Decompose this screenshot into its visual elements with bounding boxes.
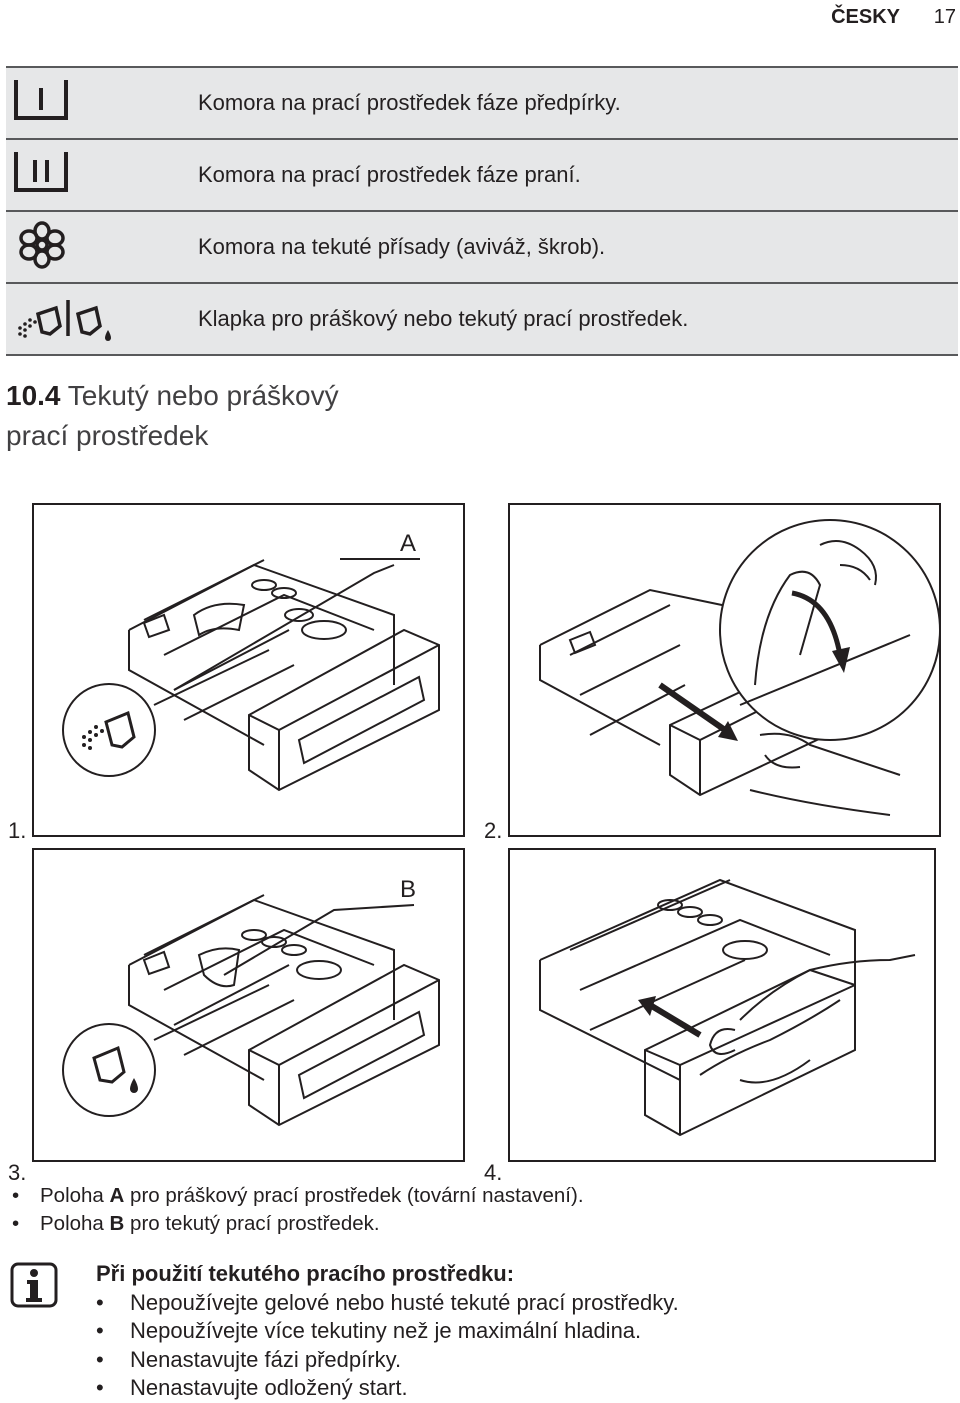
legend-text: Klapka pro práškový nebo tekutý prací pr…	[198, 282, 958, 356]
legend-row: Komora na tekuté přísady (aviváž, škrob)…	[6, 210, 958, 283]
callout-a: A	[400, 530, 417, 557]
main-wash-compartment-icon	[14, 151, 68, 192]
step-label-2: 2.	[484, 818, 503, 843]
position-b-label: B	[109, 1212, 125, 1235]
section-heading: 10.4 Tekutý nebo práškový prací prostřed…	[6, 376, 339, 456]
flower-softener-icon	[19, 220, 65, 269]
drawer-illustration-push-in	[539, 878, 916, 1137]
bullet-glyph: •	[12, 1212, 20, 1235]
callout-b: B	[400, 876, 417, 903]
section-title-line2: prací prostředek	[6, 420, 209, 451]
prewash-compartment-icon	[14, 79, 68, 120]
figure-step-4	[508, 848, 936, 1162]
bullet-glyph: •	[96, 1289, 104, 1315]
section-title-line1: Tekutý nebo práškový	[67, 380, 339, 411]
section-number: 10.4	[6, 380, 61, 411]
legend-text: Komora na prací prostředek fáze předpírk…	[198, 66, 958, 139]
callout-a-leader	[340, 558, 420, 560]
bullet-glyph: •	[96, 1318, 104, 1343]
legend-row: Komora na prací prostředek fáze praní.	[6, 138, 958, 211]
list-item: •Nenastavujte odložený start.	[96, 1374, 956, 1403]
list-item: • Poloha B pro tekutý prací prostředek.	[8, 1210, 908, 1238]
bullet-glyph: •	[96, 1346, 104, 1372]
powder-liquid-flap-icon	[18, 299, 111, 341]
list-item: •Nepoužívejte více tekutiny než je maxim…	[96, 1317, 956, 1346]
note-title: Při použití tekutého pracího prostředku:	[96, 1261, 515, 1286]
legend-row: Komora na prací prostředek fáze předpírk…	[6, 66, 958, 139]
list-item: •Nepoužívejte gelové nebo husté tekuté p…	[96, 1289, 956, 1318]
legend-text: Komora na prací prostředek fáze praní.	[198, 138, 958, 211]
drawer-illustration-position-a	[62, 559, 440, 792]
bullet-glyph: •	[96, 1375, 104, 1400]
page-header: ČESKY 17	[0, 4, 960, 28]
bullet-glyph: •	[12, 1184, 20, 1207]
figure-step-2	[508, 503, 941, 837]
position-bullet-list: • Poloha A pro práškový prací prostředek…	[8, 1182, 908, 1238]
list-item: •Nenastavujte fázi předpírky.	[96, 1346, 956, 1375]
page-number: 17	[933, 6, 956, 28]
step-label-1: 1.	[8, 818, 27, 843]
step-label-3: 3.	[8, 1160, 27, 1185]
info-icon	[10, 1262, 58, 1308]
step-label-4: 4.	[484, 1160, 503, 1185]
drawer-illustration-position-b	[62, 894, 440, 1127]
figure-step-3	[32, 848, 465, 1162]
position-a-label: A	[109, 1184, 125, 1207]
liquid-detergent-note: Při použití tekutého pracího prostředku:…	[96, 1260, 956, 1403]
legend-row: Klapka pro práškový nebo tekutý prací pr…	[6, 282, 958, 356]
legend-text: Komora na tekuté přísady (aviváž, škrob)…	[198, 210, 958, 283]
list-item: • Poloha A pro práškový prací prostředek…	[8, 1182, 908, 1210]
drawer-illustration-open-flap	[539, 519, 941, 816]
language-label: ČESKY	[831, 6, 900, 28]
compartment-legend-table: Komora na prací prostředek fáze předpírk…	[6, 66, 958, 356]
